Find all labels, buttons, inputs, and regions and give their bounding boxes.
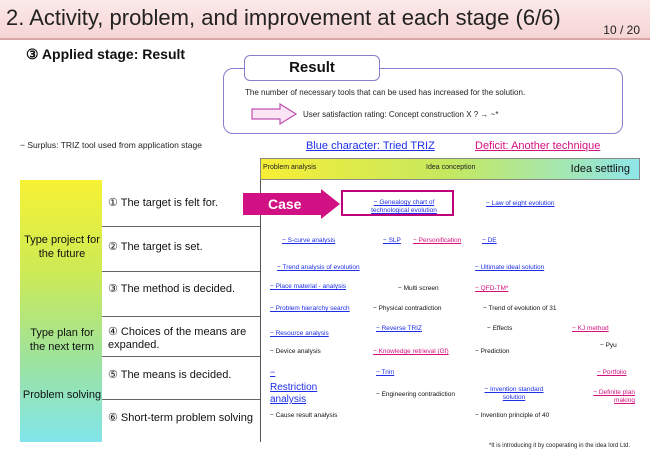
legend-blue: Blue character: Tried TRIZ	[306, 140, 435, 152]
slide-title: 2. Activity, problem, and improvement at…	[6, 5, 561, 30]
result-title: Result	[244, 55, 380, 81]
tool-prediction: − Prediction	[475, 348, 510, 355]
stage-cell	[102, 180, 260, 226]
tool-restriction: Restriction analysis	[270, 382, 318, 405]
category-future	[20, 180, 102, 271]
tool-device-analysis: − Device analysis	[270, 348, 321, 355]
stage-label: ① The target is felt for.	[108, 197, 218, 209]
tool-kj-method: − KJ method	[572, 325, 609, 332]
tool-s-curve: − S-curve analysis	[282, 237, 336, 244]
tool-multi-screen: − Multi screen	[398, 285, 439, 292]
stage-cell	[102, 316, 260, 356]
tool-trend-evolution: − Trend analysis of evolution	[277, 264, 360, 271]
tool-map-area	[260, 180, 640, 442]
column-idea-settling: Idea settling	[570, 163, 630, 175]
result-text: The number of necessary tools that can b…	[245, 88, 526, 97]
stage-cell	[102, 226, 260, 271]
tool-engineering-contradiction: − Engineering contradiction	[376, 391, 455, 398]
tool-trend-31: − Trend of evolution of 31	[483, 305, 557, 312]
tool-definite-plan: − Definite plan making	[593, 389, 635, 404]
genealogy-highlight-box	[341, 190, 454, 216]
stage-label: ④ Choices of the means are expanded.	[108, 326, 247, 351]
stage-cell	[102, 271, 260, 316]
category-label: Type project for the future	[24, 234, 100, 260]
tool-effects: − Effects	[487, 325, 513, 332]
phase-header-band	[260, 158, 640, 180]
page-number: 10 / 20	[603, 23, 640, 37]
stage-label: ② The target is set.	[108, 241, 203, 253]
tool-slp: − SLP	[383, 237, 401, 244]
stage-label: ③ The method is decided.	[108, 283, 236, 295]
surplus-note: − Surplus: TRIZ tool used from applicati…	[20, 140, 202, 150]
right-arrow-icon	[251, 103, 298, 125]
stage-cell	[102, 356, 260, 399]
category-problem-solving	[20, 356, 102, 442]
tool-cause-result: − Cause result analysis	[270, 412, 338, 419]
tool-pyu: − Pyu	[600, 342, 617, 349]
column-idea-conception: Idea conception	[426, 164, 476, 171]
tool-ultimate-ideal: − Ultimate ideal solution	[475, 264, 545, 271]
tool-qfd-tm: − QFD-TM*	[475, 285, 509, 292]
case-label: Case	[268, 196, 302, 212]
category-label: Type plan for the next term	[29, 327, 95, 353]
tool-knowledge-retrieval: − Knowledge retrieval (Gf)	[373, 348, 449, 355]
tool-invention-40: − Invention principle of 40	[475, 412, 550, 419]
tool-law-eight: − Law of eight evolution	[486, 200, 555, 207]
stage-label: ⑤ The means is decided.	[108, 369, 232, 381]
tool-trim: − Trim	[376, 369, 395, 376]
stage-heading: ③ Applied stage: Result	[26, 46, 186, 62]
tool-personification: − Personification	[413, 237, 462, 244]
tool-genealogy: − Genealogy chart of technological evolu…	[371, 199, 437, 214]
column-problem-analysis: Problem analysis	[263, 164, 317, 171]
tool-restriction-dash: −	[270, 367, 276, 377]
tool-resource: − Resource analysis	[270, 330, 329, 337]
stage-cell	[102, 399, 260, 442]
tool-de: − DE	[482, 237, 497, 244]
tool-invention-standard: − Invention standard solution	[484, 386, 544, 401]
stage-label: ⑥ Short-term problem solving	[108, 412, 253, 424]
tool-problem-hierarchy: − Problem hierarchy search	[270, 305, 350, 312]
category-next-term	[20, 271, 102, 356]
tool-portfolio: − Portfolio	[597, 369, 627, 376]
legend-pink: Deficit: Another technique	[475, 140, 601, 152]
satisfaction-text: User satisfaction rating: Concept constr…	[303, 110, 499, 119]
case-arrow-icon	[243, 189, 340, 219]
title-bar	[0, 0, 650, 40]
tool-place-material: − Place material - analysis	[270, 283, 347, 290]
footnote: *It is introducing it by cooperating in …	[488, 443, 630, 449]
tool-physical-contradiction: − Physical contradiction	[373, 305, 442, 312]
category-label: Problem solving	[22, 389, 102, 401]
tool-reverse-triz: − Reverse TRIZ	[376, 325, 422, 332]
